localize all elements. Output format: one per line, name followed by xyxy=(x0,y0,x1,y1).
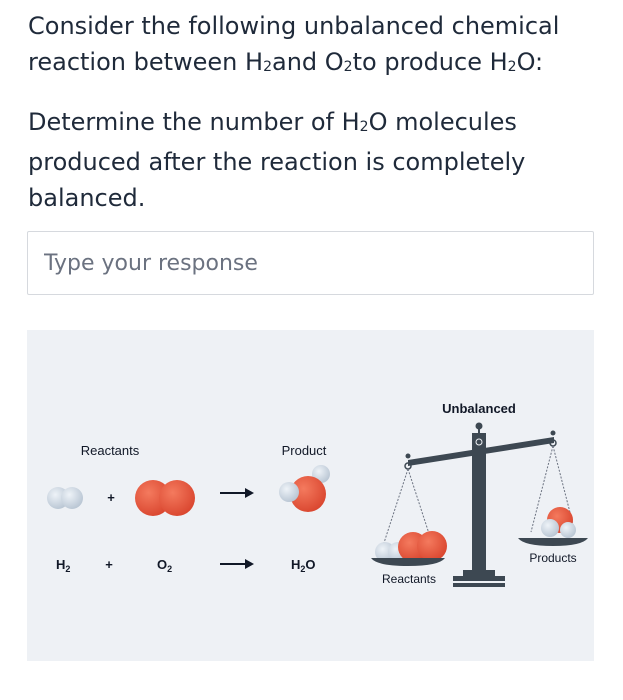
product-label: Product xyxy=(282,443,327,458)
question-text-segment: Determine the number of H xyxy=(28,108,360,136)
subscript: 2 xyxy=(359,119,369,135)
eq-plus-sign: + xyxy=(105,557,113,572)
response-input[interactable] xyxy=(28,232,593,294)
subscript: 2 xyxy=(263,59,272,75)
o2-molecule-icon xyxy=(135,480,195,516)
eq-h2: H2 xyxy=(56,557,70,574)
reaction-illustration: Reactants Product + H2 + O2 xyxy=(47,401,588,587)
eq-h2o: H2O xyxy=(291,557,316,574)
question-text-segment: Consider the following unbalanced chemic… xyxy=(28,12,560,76)
question-text-segment: and O xyxy=(272,48,344,76)
reactants-label: Reactants xyxy=(81,443,140,458)
balance-scale-icon xyxy=(371,422,588,587)
h2o-molecule-icon xyxy=(279,465,330,512)
plus-sign: + xyxy=(107,490,115,505)
scale-left-label: Reactants xyxy=(382,572,436,586)
eq-arrow-icon xyxy=(220,559,254,569)
question-paragraph-2: Determine the number of H2O molecules pr… xyxy=(28,104,608,216)
question-text-segment: O molecules produced after the reaction … xyxy=(28,108,526,212)
subscript: 2 xyxy=(507,59,517,75)
question-text-segment: O: xyxy=(516,48,544,76)
arrow-icon xyxy=(220,488,254,498)
response-field-container xyxy=(27,231,594,295)
eq-o2: O2 xyxy=(157,557,172,574)
reaction-figure: Reactants Product + H2 + O2 xyxy=(27,330,594,661)
h2-molecule-icon xyxy=(47,487,83,509)
subscript: 2 xyxy=(343,59,353,75)
question-text: Consider the following unbalanced chemic… xyxy=(28,8,608,216)
scale-status-label: Unbalanced xyxy=(442,401,516,416)
question-paragraph-1: Consider the following unbalanced chemic… xyxy=(28,8,608,84)
question-text-segment: to produce H xyxy=(352,48,508,76)
scale-right-label: Products xyxy=(529,551,576,565)
